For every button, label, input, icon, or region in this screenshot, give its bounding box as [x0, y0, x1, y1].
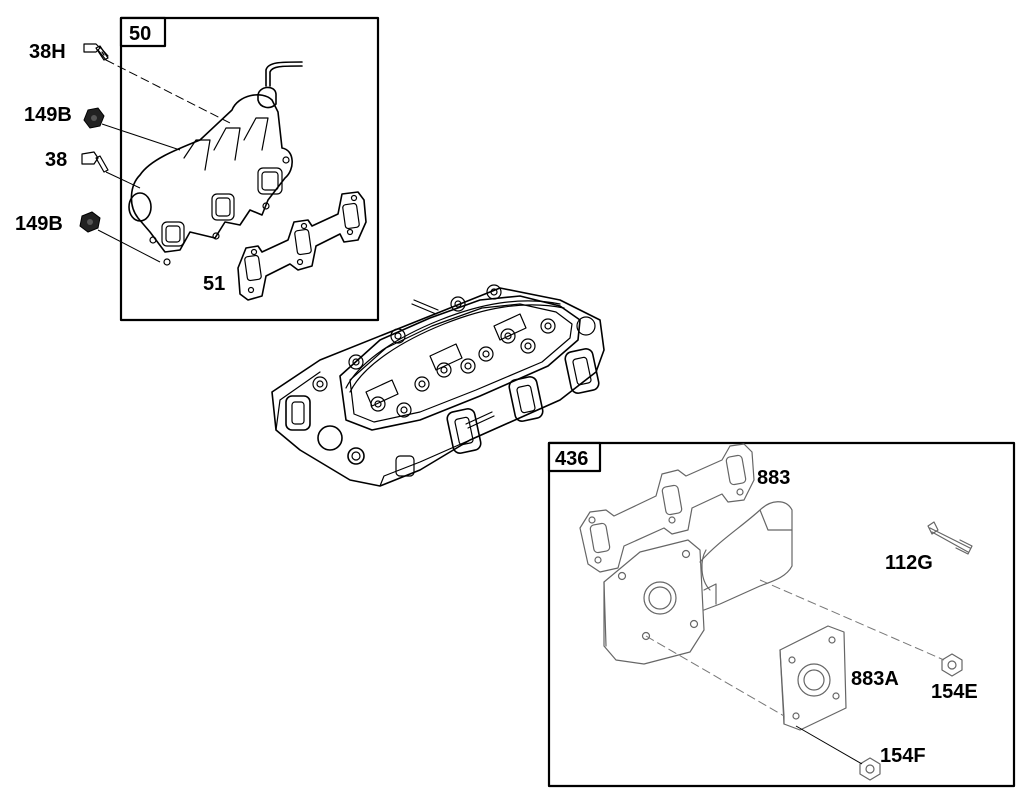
group-436-frame: 436 — [547, 441, 1016, 788]
label-154E: 154E — [931, 681, 978, 703]
label-38H: 38H — [29, 41, 66, 63]
leader-38H — [105, 59, 233, 125]
stud-112G — [927, 521, 973, 555]
nut-154E — [941, 653, 963, 677]
leader-149B-bottom — [97, 229, 161, 263]
cylinder-head — [271, 284, 605, 487]
label-154F: 154F — [880, 745, 926, 767]
exhaust-manifold — [128, 61, 303, 266]
group-50-border — [119, 16, 380, 322]
label-149B-top: 149B — [24, 104, 72, 126]
nut-154F — [859, 757, 881, 781]
leader-38 — [105, 171, 141, 189]
exhaust-elbow — [603, 501, 793, 665]
group-50-label: 50 — [129, 23, 151, 45]
gasket-51 — [237, 191, 367, 301]
group-436-label: 436 — [555, 448, 588, 470]
nut-149B-bottom — [79, 211, 101, 233]
nut-149B-top — [83, 107, 105, 129]
leader-149B-top — [101, 123, 181, 151]
leader-plate — [645, 635, 785, 717]
group-50-frame: 50 — [119, 16, 380, 322]
group-50-label-box — [119, 16, 167, 48]
group-436-label-box — [547, 441, 602, 473]
label-149B-bottom: 149B — [15, 213, 63, 235]
label-51: 51 — [203, 273, 225, 295]
flange-plate-883A — [779, 625, 847, 731]
label-112G: 112G — [885, 552, 933, 574]
bolt-38 — [81, 151, 109, 173]
leader-154F — [795, 725, 863, 765]
label-883: 883 — [757, 467, 790, 489]
label-38: 38 — [45, 149, 67, 171]
group-436-border — [547, 441, 1016, 788]
gasket-883 — [579, 443, 755, 573]
leader-154E — [759, 579, 945, 661]
label-883A: 883A — [851, 668, 899, 690]
bolt-38H — [83, 43, 109, 61]
